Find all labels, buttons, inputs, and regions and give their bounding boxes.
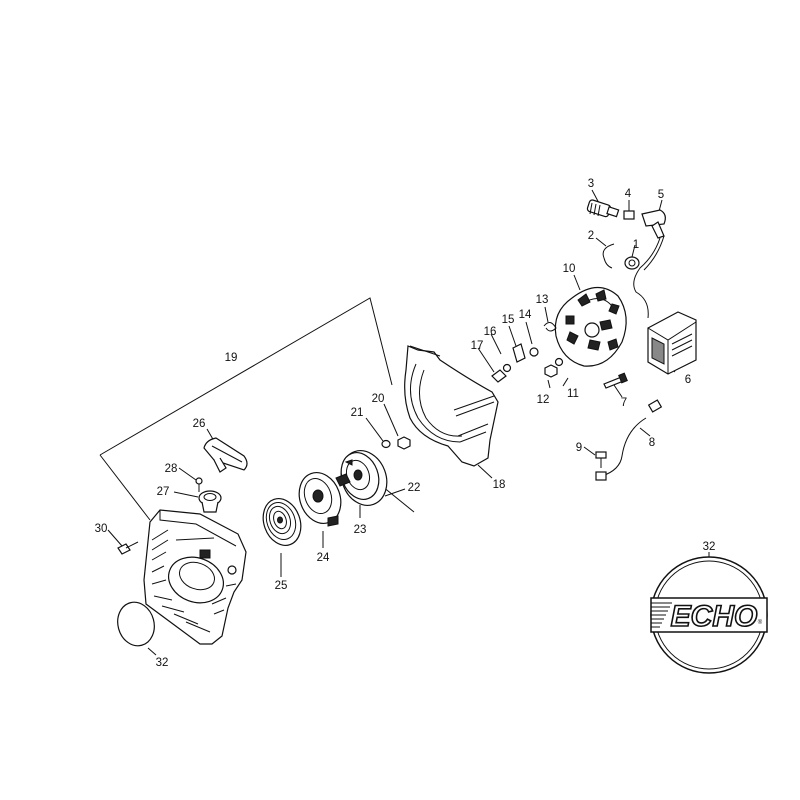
eyelet — [198, 490, 222, 513]
screw-28 — [195, 477, 203, 492]
spring-case — [298, 472, 351, 527]
bracket-15 — [512, 343, 526, 363]
coil-bolt — [603, 372, 628, 389]
plug-cap — [641, 209, 666, 239]
nut-20 — [397, 436, 411, 450]
wire-clip — [602, 243, 615, 269]
nut-12 — [544, 364, 558, 378]
flywheel — [554, 286, 627, 367]
callout-25: 25 — [275, 580, 288, 592]
washer-14 — [529, 347, 539, 357]
terminal-nut — [623, 210, 635, 220]
callout-24: 24 — [317, 552, 330, 564]
grommet — [624, 256, 640, 270]
callout-labels: 1 2 3 4 5 6 7 8 9 10 11 12 13 14 15 16 1… — [95, 178, 716, 669]
callout-20: 20 — [372, 393, 385, 405]
rope-pulley — [340, 450, 388, 506]
callout-13: 13 — [536, 294, 549, 306]
callout-28: 28 — [165, 463, 178, 475]
callout-14: 14 — [519, 309, 532, 321]
washer-16 — [502, 363, 512, 373]
screw-30 — [117, 541, 139, 555]
callout-15: 15 — [502, 314, 515, 326]
fan-housing — [404, 345, 499, 467]
echo-logo-text: ECHO — [671, 600, 758, 633]
echo-decal: ECHO ® — [650, 556, 768, 674]
callout-1: 1 — [633, 239, 639, 251]
callout-4: 4 — [625, 188, 632, 200]
callout-32-decal: 32 — [703, 541, 716, 553]
starter-housing — [143, 509, 247, 645]
registered-mark: ® — [758, 619, 763, 626]
leader-lines — [99, 189, 710, 656]
decal-small — [117, 601, 155, 647]
callout-7: 7 — [621, 397, 627, 409]
callout-22: 22 — [408, 482, 421, 494]
callout-3: 3 — [588, 178, 594, 190]
bolt-17 — [491, 369, 507, 383]
callout-17: 17 — [471, 340, 484, 352]
recoil-spring — [262, 498, 302, 546]
callout-9: 9 — [576, 442, 582, 454]
stop-wire — [595, 399, 663, 481]
small-hardware — [491, 322, 564, 383]
callout-11: 11 — [567, 388, 579, 400]
callout-16: 16 — [484, 326, 497, 338]
ht-lead — [633, 237, 661, 319]
callout-19: 19 — [225, 352, 238, 364]
callout-6: 6 — [685, 374, 691, 386]
washer-21 — [381, 439, 391, 449]
callout-5: 5 — [658, 189, 664, 201]
callout-10: 10 — [563, 263, 576, 275]
callout-18: 18 — [493, 479, 506, 491]
screw-9 — [595, 451, 607, 468]
callout-23: 23 — [354, 524, 367, 536]
callout-30: 30 — [95, 523, 108, 535]
callout-27: 27 — [157, 486, 170, 498]
starter-handle — [203, 437, 248, 473]
spring-13 — [543, 322, 557, 332]
callout-2: 2 — [588, 230, 594, 242]
ignition-coil — [647, 311, 697, 375]
washer-11 — [554, 357, 564, 367]
callout-26: 26 — [193, 418, 206, 430]
callout-12: 12 — [537, 394, 550, 406]
callout-32-small: 32 — [156, 657, 169, 669]
callout-8: 8 — [649, 437, 655, 449]
callout-21: 21 — [351, 407, 364, 419]
group-bracket-19 — [99, 297, 393, 456]
spark-plug — [586, 199, 620, 218]
